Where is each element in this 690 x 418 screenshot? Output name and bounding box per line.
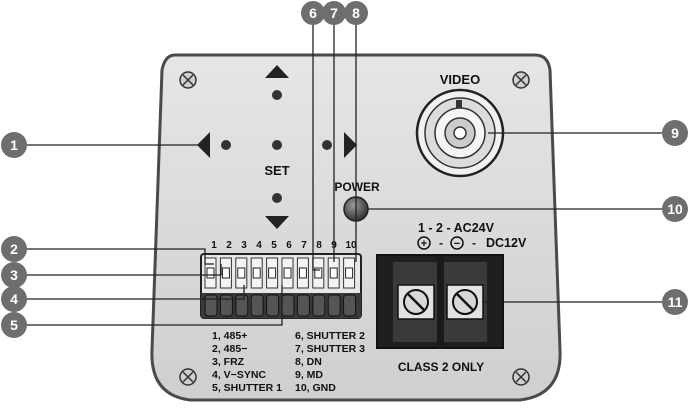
callout-5: 5 — [1, 312, 27, 338]
minus-symbol-icon — [450, 236, 464, 250]
terminal-pin-contact — [237, 267, 246, 279]
terminal-pin-contact — [329, 267, 338, 279]
svg-text:5, SHUTTER 1: 5, SHUTTER 1 — [212, 382, 282, 394]
svg-text:5: 5 — [10, 317, 18, 333]
svg-text:10, GND: 10, GND — [295, 382, 336, 394]
terminal-pin-contact — [221, 267, 230, 279]
terminal-pin-contact — [283, 267, 292, 279]
arrow-left-icon[interactable] — [197, 132, 210, 158]
svg-text:DC12V: DC12V — [486, 236, 527, 250]
screw-icon — [512, 368, 530, 386]
svg-text:7: 7 — [301, 240, 307, 251]
power-label: POWER — [334, 180, 380, 194]
terminal-pins — [204, 257, 357, 317]
svg-text:9, MD: 9, MD — [295, 369, 323, 381]
svg-text:6: 6 — [309, 5, 317, 21]
svg-text:−: − — [454, 238, 460, 250]
screw-icon[interactable] — [403, 289, 429, 315]
svg-text:1, 485+: 1, 485+ — [212, 330, 247, 342]
svg-text:4: 4 — [256, 240, 262, 251]
terminal-wire-slot — [266, 294, 280, 317]
svg-text:6, SHUTTER 2: 6, SHUTTER 2 — [295, 330, 365, 342]
svg-text:5: 5 — [271, 240, 277, 251]
svg-text:3: 3 — [10, 267, 18, 283]
set-dot-left — [221, 140, 231, 150]
screw-icon — [512, 71, 530, 89]
svg-text:2: 2 — [226, 240, 232, 251]
set-label: SET — [264, 163, 289, 178]
arrow-right-icon[interactable] — [344, 132, 357, 158]
callout-1: 1 — [1, 132, 27, 158]
terminal-pin-contact — [252, 267, 261, 279]
svg-text:3: 3 — [241, 240, 247, 251]
svg-text:4: 4 — [10, 291, 18, 307]
screw-icon — [179, 368, 197, 386]
svg-text:-: - — [439, 236, 443, 250]
terminal-pin-contact — [206, 267, 215, 279]
svg-text:7, SHUTTER 3: 7, SHUTTER 3 — [295, 343, 365, 355]
svg-text:8: 8 — [316, 240, 322, 251]
svg-text:2: 2 — [10, 241, 18, 257]
power-polarity-row: + - − - DC12V — [417, 236, 527, 250]
plus-symbol-icon — [417, 236, 431, 250]
terminal-wire-slot — [296, 294, 310, 317]
terminal-wire-slot — [327, 294, 341, 317]
callout-3: 3 — [1, 262, 27, 288]
set-button[interactable] — [272, 140, 282, 150]
svg-text:-: - — [472, 236, 476, 250]
svg-text:11: 11 — [668, 294, 683, 310]
svg-text:9: 9 — [671, 125, 679, 141]
terminal-wire-slot — [281, 294, 295, 317]
svg-text:3, FRZ: 3, FRZ — [212, 356, 245, 368]
callout-6: 6 — [301, 1, 325, 25]
class2-label: CLASS 2 ONLY — [398, 360, 484, 374]
screw-icon — [179, 71, 197, 89]
power-spec-line-1: 1 - 2 - AC24V — [418, 221, 495, 235]
set-dot-right — [322, 140, 332, 150]
svg-text:2, 485−: 2, 485− — [212, 343, 247, 355]
terminal-pin-contact — [268, 267, 277, 279]
svg-text:1: 1 — [10, 137, 18, 153]
svg-text:6: 6 — [286, 240, 292, 251]
bnc-connector-icon[interactable] — [415, 88, 505, 178]
svg-text:10: 10 — [667, 201, 683, 217]
leader-lines — [24, 20, 662, 326]
pin-legend: 1, 485+ 2, 485− 3, FRZ 4, V−SYNC 5, SHUT… — [212, 330, 365, 394]
screw-icon[interactable] — [452, 289, 478, 315]
set-dot-down — [272, 193, 282, 203]
svg-text:1: 1 — [211, 240, 217, 251]
svg-text:4, V−SYNC: 4, V−SYNC — [212, 369, 266, 381]
svg-text:7: 7 — [330, 5, 338, 21]
terminal-wire-slot — [312, 294, 326, 317]
terminal-wire-slot — [250, 294, 264, 317]
svg-text:8: 8 — [352, 5, 360, 21]
arrow-up-icon[interactable] — [265, 65, 289, 78]
video-label: VIDEO — [440, 72, 480, 87]
callout-11: 11 — [662, 289, 688, 315]
callout-2: 2 — [1, 236, 27, 262]
callout-10: 10 — [662, 196, 688, 222]
terminal-wire-slot — [219, 294, 233, 317]
terminal-wire-slot — [235, 294, 249, 317]
set-dot-up — [272, 90, 282, 100]
terminal-pin-contact — [298, 267, 307, 279]
svg-text:+: + — [421, 238, 427, 250]
arrow-down-icon[interactable] — [265, 216, 289, 229]
terminal-pin-contact — [314, 267, 323, 279]
callout-7: 7 — [322, 1, 346, 25]
terminal-pin-contact — [345, 267, 354, 279]
callout-9: 9 — [662, 120, 688, 146]
callout-4: 4 — [1, 286, 27, 312]
terminal-wire-slot — [204, 294, 218, 317]
callout-8: 8 — [344, 1, 368, 25]
svg-text:8, DN: 8, DN — [295, 356, 322, 368]
terminal-wire-slot — [343, 294, 357, 317]
svg-text:10: 10 — [345, 240, 357, 251]
